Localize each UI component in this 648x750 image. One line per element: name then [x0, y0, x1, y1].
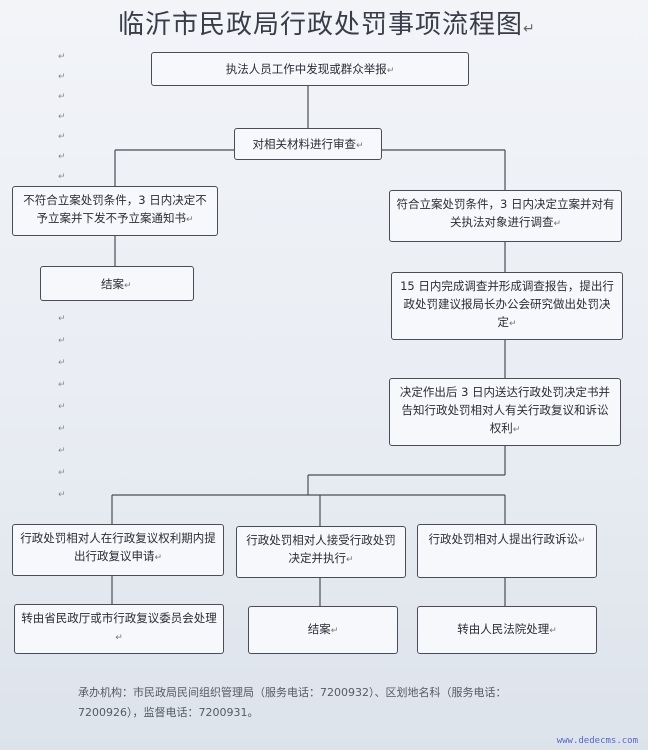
mark: ↵: [58, 446, 66, 456]
mark: ↵: [58, 358, 66, 368]
node-discover-text: 执法人员工作中发现或群众举报: [225, 62, 387, 76]
node-transfer-review-text: 转由省民政厅或市行政复议委员会处理: [21, 611, 217, 625]
node-paragraph-mark: ↵: [185, 215, 194, 225]
node-paragraph-mark: ↵: [355, 141, 364, 151]
node-transfer-court-text: 转由人民法院处理: [457, 622, 550, 636]
node-comply-text: 行政处罚相对人接受行政处罚决定并执行: [246, 533, 396, 565]
mark: ↵: [58, 490, 66, 500]
mark: ↵: [58, 336, 66, 346]
title-paragraph-mark: ↵: [523, 21, 536, 37]
node-close-bottom: 结案↵: [248, 606, 398, 654]
mark: ↵: [58, 52, 66, 62]
mark: ↵: [58, 468, 66, 478]
node-notify-text: 决定作出后 3 日内送达行政处罚决定书并告知行政处罚相对人有关行政复议和诉讼权利: [399, 385, 611, 435]
node-paragraph-mark: ↵: [124, 281, 132, 291]
mark: ↵: [58, 424, 66, 434]
node-lawsuit-text: 行政处罚相对人提出行政诉讼: [428, 532, 578, 546]
mark: ↵: [58, 314, 66, 324]
node-paragraph-mark: ↵: [512, 425, 521, 435]
node-appeal-text: 行政处罚相对人在行政复议权利期内提出行政复议申请: [20, 531, 216, 563]
page-title: 临沂市民政局行政处罚事项流程图↵: [118, 4, 538, 41]
node-report-text: 15 日内完成调查并形成调查报告，提出行政处罚建议报局长办公会研究做出处罚决定: [400, 279, 614, 329]
node-paragraph-mark: ↵: [577, 536, 586, 546]
node-accept-text: 符合立案处罚条件，3 日内决定立案并对有关执法对象进行调查: [396, 197, 615, 229]
mark: ↵: [58, 402, 66, 412]
mark: ↵: [58, 380, 66, 390]
node-transfer-court: 转由人民法院处理↵: [417, 606, 597, 654]
node-review-text: 对相关材料进行审查: [252, 137, 356, 151]
node-paragraph-mark: ↵: [386, 66, 395, 76]
node-accept: 符合立案处罚条件，3 日内决定立案并对有关执法对象进行调查↵: [389, 190, 622, 242]
node-discover: 执法人员工作中发现或群众举报↵: [151, 52, 469, 86]
node-paragraph-mark: ↵: [549, 626, 557, 636]
node-paragraph-mark: ↵: [330, 626, 339, 636]
node-appeal: 行政处罚相对人在行政复议权利期内提出行政复议申请↵: [12, 524, 224, 576]
mark: ↵: [58, 172, 66, 182]
title-text: 临沂市民政局行政处罚事项流程图: [118, 10, 524, 40]
footer-line-2: 7200926），监督电话：7200931。: [78, 706, 259, 719]
node-paragraph-mark: ↵: [508, 319, 517, 329]
node-paragraph-mark: ↵: [553, 219, 562, 229]
node-close-left-text: 结案: [101, 277, 124, 291]
node-paragraph-mark: ↵: [115, 633, 123, 643]
node-comply: 行政处罚相对人接受行政处罚决定并执行↵: [236, 526, 406, 578]
mark: ↵: [58, 112, 66, 122]
node-transfer-review: 转由省民政厅或市行政复议委员会处理 ↵: [14, 604, 224, 654]
watermark: www.dedecms.com: [556, 736, 638, 746]
node-paragraph-mark: ↵: [154, 553, 163, 563]
node-reject-text: 不符合立案处罚条件，3 日内决定不予立案并下发不予立案通知书: [23, 193, 207, 225]
footer-note: 承办机构：市民政局民间组织管理局（服务电话：7200932）、区划地名科（服务电…: [78, 683, 598, 723]
mark: ↵: [58, 72, 66, 82]
node-notify: 决定作出后 3 日内送达行政处罚决定书并告知行政处罚相对人有关行政复议和诉讼权利…: [389, 378, 621, 446]
node-close-bottom-text: 结案: [307, 622, 331, 636]
node-lawsuit: 行政处罚相对人提出行政诉讼↵: [417, 524, 597, 578]
mark: ↵: [58, 152, 66, 162]
mark: ↵: [58, 132, 66, 142]
node-paragraph-mark: ↵: [345, 555, 354, 565]
node-reject: 不符合立案处罚条件，3 日内决定不予立案并下发不予立案通知书↵: [12, 186, 218, 236]
node-review: 对相关材料进行审查↵: [234, 128, 382, 160]
node-report: 15 日内完成调查并形成调查报告，提出行政处罚建议报局长办公会研究做出处罚决定↵: [391, 272, 623, 340]
node-close-left: 结案↵: [40, 266, 194, 301]
mark: ↵: [58, 92, 66, 102]
footer-line-1: 承办机构：市民政局民间组织管理局（服务电话：7200932）、区划地名科（服务电…: [78, 686, 507, 699]
